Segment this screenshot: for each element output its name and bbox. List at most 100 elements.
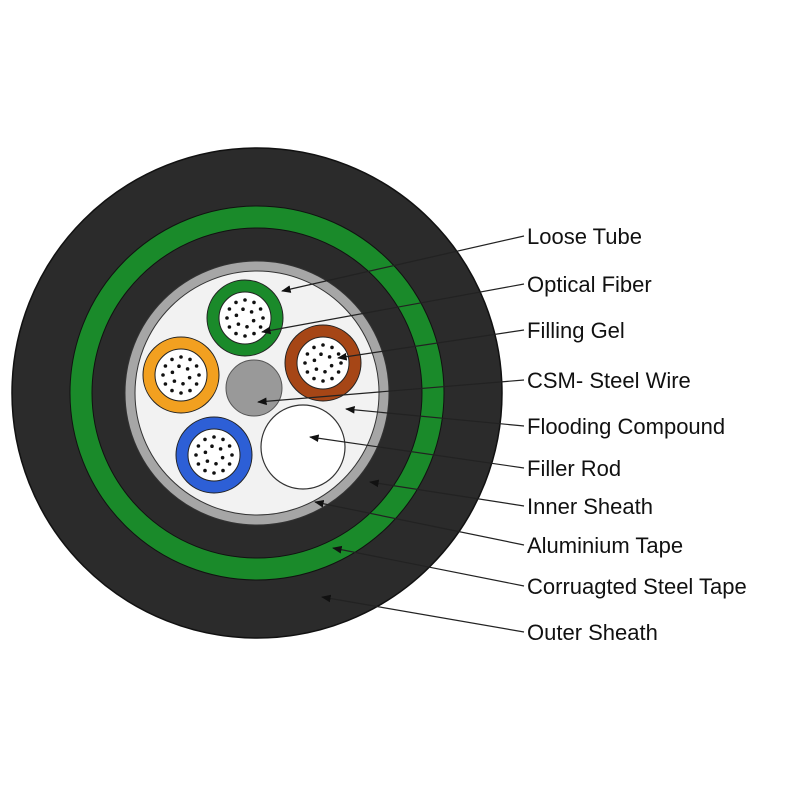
optical-fiber-dot [251, 318, 256, 323]
optical-fiber-dot [227, 462, 232, 466]
leader-inner-sheath [369, 479, 525, 507]
leader-filler-rod [309, 434, 525, 469]
optical-fiber-dot [312, 358, 317, 363]
optical-fiber-dot [196, 444, 201, 448]
optical-fiber-dot [170, 388, 174, 393]
label-optical-fiber: Optical Fiber [527, 272, 652, 297]
optical-fiber-dot [230, 453, 234, 457]
filler-rod [260, 404, 346, 490]
optical-fiber-dot [203, 450, 208, 455]
optical-fiber-dot [221, 437, 225, 442]
loose-tube-brown [284, 324, 362, 402]
optical-fiber-dot [258, 307, 263, 311]
optical-fiber-dot [218, 447, 223, 451]
optical-fiber-dot [258, 325, 263, 329]
optical-fiber-dot [163, 382, 168, 386]
optical-fiber-dot [194, 382, 199, 386]
optical-fiber-dot [203, 437, 207, 442]
leader-lines [257, 235, 525, 633]
optical-fiber-dot [329, 363, 334, 368]
optical-fiber-dot [188, 357, 192, 362]
optical-fiber-dot [205, 459, 210, 463]
optical-fiber-dot [161, 373, 165, 377]
optical-fiber-dot [234, 313, 239, 318]
optical-fiber-dot [319, 352, 323, 357]
leader-outer-sheath [321, 594, 525, 633]
optical-fiber-dot [179, 391, 183, 395]
optical-fiber-dot [172, 379, 177, 383]
filling-gel [154, 348, 208, 402]
label-corrugated-steel-tape: Corruagted Steel Tape [527, 574, 747, 599]
optical-fiber-dot [214, 461, 218, 466]
optical-fiber-dot [210, 444, 214, 449]
optical-fiber-dot [221, 468, 225, 473]
optical-fiber-dot [185, 367, 190, 371]
optical-fiber-dot [305, 352, 310, 356]
loose-tube-green [206, 279, 284, 357]
labels: Loose Tube Optical Fiber Filling Gel CSM… [527, 224, 747, 645]
optical-fiber-dot [245, 324, 249, 329]
optical-fiber-dot [234, 331, 238, 336]
label-loose-tube: Loose Tube [527, 224, 642, 249]
label-aluminium-tape: Aluminium Tape [527, 533, 683, 558]
filling-gel [187, 428, 241, 482]
cable-core [142, 279, 362, 494]
optical-fiber-dot [212, 471, 216, 475]
label-inner-sheath: Inner Sheath [527, 494, 653, 519]
leader-aluminium-tape [314, 499, 525, 546]
leader-loose-tube [281, 235, 525, 293]
optical-fiber-bundle [161, 355, 201, 395]
optical-fiber-dot [327, 355, 332, 359]
loose-tube-blue [175, 416, 253, 494]
filling-gel [218, 291, 272, 345]
optical-fiber-dot [330, 376, 334, 381]
leader-corrugated-steel-tape [332, 545, 525, 587]
optical-fiber-dot [243, 298, 247, 302]
optical-fiber-dot [321, 379, 325, 383]
optical-fiber-dot [336, 352, 341, 356]
optical-fiber-dot [234, 300, 238, 305]
optical-fiber-dot [305, 370, 310, 374]
optical-fiber-dot [196, 462, 201, 466]
optical-fiber-dot [194, 364, 199, 368]
leader-optical-fiber [261, 283, 525, 335]
optical-fiber-dot [212, 435, 216, 439]
loose-tube-orange [142, 336, 220, 414]
optical-fiber-dot [312, 376, 316, 381]
label-filling-gel: Filling Gel [527, 318, 625, 343]
optical-fiber-dot [163, 364, 168, 368]
optical-fiber-dot [227, 307, 232, 311]
optical-fiber-dot [330, 345, 334, 350]
optical-fiber-dot [177, 364, 181, 369]
optical-fiber-bundle [303, 343, 343, 383]
optical-fiber-dot [339, 361, 343, 365]
optical-fiber-bundle [194, 435, 234, 475]
optical-fiber-dot [336, 370, 341, 374]
optical-fiber-dot [236, 322, 241, 326]
optical-fiber-dot [323, 369, 327, 374]
optical-fiber-dot [203, 468, 207, 473]
optical-fiber-dot [241, 307, 245, 312]
filling-gel [296, 336, 350, 390]
leader-csm-steel-wire [257, 379, 525, 406]
optical-fiber-dot [303, 361, 307, 365]
optical-fiber-dot [194, 453, 198, 457]
optical-fiber-dot [170, 357, 174, 362]
optical-fiber-dot [252, 331, 256, 336]
label-csm-steel-wire: CSM- Steel Wire [527, 368, 691, 393]
optical-fiber-dot [261, 316, 265, 320]
leader-filling-gel [337, 329, 525, 361]
optical-fiber-dot [252, 300, 256, 305]
label-filler-rod: Filler Rod [527, 456, 621, 481]
optical-fiber-dot [179, 355, 183, 359]
optical-fiber-dot [321, 343, 325, 347]
optical-fiber-dot [249, 310, 254, 314]
optical-fiber-dot [170, 370, 175, 375]
optical-fiber-dot [187, 375, 192, 380]
leader-flooding-compound [345, 405, 525, 427]
label-outer-sheath: Outer Sheath [527, 620, 658, 645]
optical-fiber-dot [220, 455, 225, 460]
optical-fiber-dot [188, 388, 192, 393]
optical-fiber-dot [227, 325, 232, 329]
